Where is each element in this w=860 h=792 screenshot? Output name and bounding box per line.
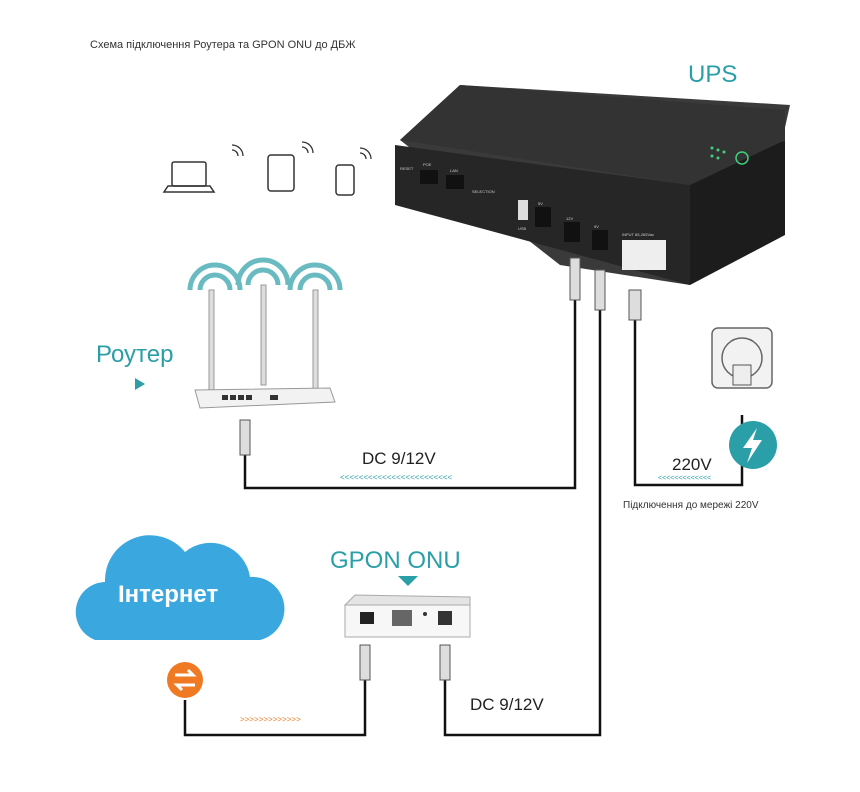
- diagram-title: Схема підключення Роутера та GPON ONU до…: [90, 39, 356, 51]
- internet-cable: [183, 680, 367, 737]
- port-label-input: INPUT 85-265Vac: [622, 232, 654, 237]
- gpon-onu-device: [343, 594, 471, 638]
- port-label-12v: 12V: [566, 216, 573, 221]
- router-pointer-icon: [135, 378, 145, 390]
- port-label-9v: 9V: [594, 224, 599, 229]
- internet-label: Інтернет: [118, 581, 218, 608]
- ups-device: RESET POE LAN SELECTION USB 5V 12V 9V IN…: [395, 85, 790, 285]
- plugs: [239, 257, 642, 681]
- poe-port: [420, 170, 438, 184]
- dc-12v-port: [564, 222, 580, 242]
- port-label-5v: 5V: [538, 201, 543, 206]
- router-label: Роутер: [96, 341, 173, 368]
- wall-socket-icon: [711, 327, 773, 389]
- router-device: [187, 257, 343, 409]
- port-label-reset: RESET: [400, 166, 414, 171]
- internet-cloud-icon: [75, 535, 285, 640]
- phone-icon: [335, 164, 355, 196]
- dc-label-gpon: DC 9/12V: [470, 695, 544, 714]
- gpon-pointer-icon: [398, 576, 418, 586]
- dc-5v-port: [535, 207, 551, 227]
- flow-arrows-internet: >>>>>>>>>>>>>: [240, 715, 301, 724]
- dc-9v-port: [592, 230, 608, 250]
- mains-caption: Підключення до мережі 220V: [623, 500, 759, 511]
- port-label-selection: SELECTION: [472, 189, 495, 194]
- wifi-signal-icons: [231, 141, 372, 160]
- led-indicators: [710, 146, 726, 160]
- usb-port: [518, 200, 528, 220]
- ups-label: UPS: [688, 61, 737, 88]
- port-label-poe: POE: [423, 162, 432, 167]
- router-dc-cable: [243, 300, 577, 490]
- flow-arrows-mains: <<<<<<<<<<<<<: [658, 475, 711, 482]
- port-label-usb: USB: [518, 226, 527, 231]
- router-wifi-waves: [187, 257, 343, 291]
- laptop-icon: [162, 161, 216, 193]
- port-label-lan: LAN: [450, 168, 458, 173]
- exchange-arrows-icon: [167, 662, 203, 698]
- ac-input-port: [622, 240, 666, 270]
- cables: [183, 300, 744, 737]
- lightning-icon: [729, 421, 777, 469]
- flow-arrows-router: <<<<<<<<<<<<<<<<<<<<<<<<: [340, 473, 452, 482]
- gpon-dc-cable: [443, 310, 602, 737]
- tablet-icon: [267, 154, 295, 192]
- lan-port: [446, 175, 464, 189]
- power-icon: [735, 151, 749, 165]
- voltage-label: 220V: [672, 455, 712, 474]
- dc-label-router: DC 9/12V: [362, 449, 436, 468]
- gpon-label: GPON ONU: [330, 547, 461, 574]
